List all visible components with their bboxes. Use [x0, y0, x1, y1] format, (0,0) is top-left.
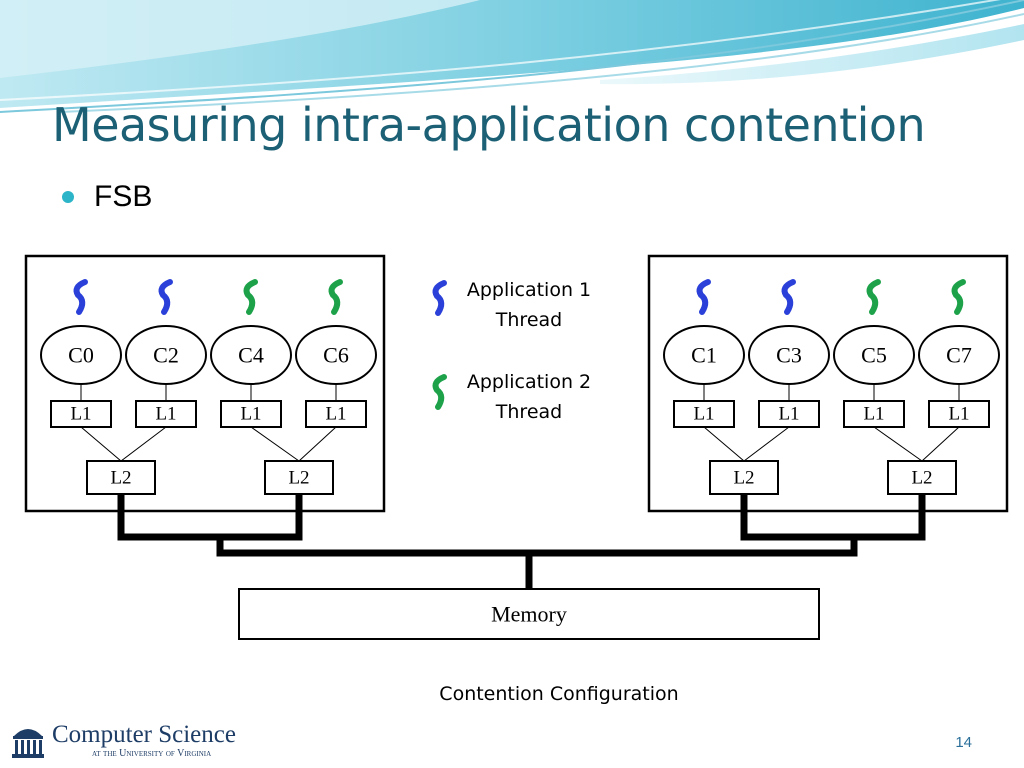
core-c1 [663, 325, 745, 385]
core-label-c4: C4 [238, 343, 264, 368]
thread-icon-c1 [696, 279, 711, 315]
core-c0 [40, 325, 122, 385]
legend-app1-label-line2: Thread [495, 309, 562, 331]
l1-cache [305, 400, 367, 428]
l2-cache [887, 460, 957, 495]
l2-label: L2 [733, 468, 754, 489]
l1-l2-link [873, 426, 923, 462]
l1-l2-link [743, 426, 790, 462]
l1-l2-link [703, 426, 745, 462]
core-label-c5: C5 [861, 343, 887, 368]
bullet-dot-icon [62, 191, 74, 203]
thread-icon-c7 [951, 279, 966, 315]
l1-label: L1 [863, 404, 884, 425]
l1-l2-link [298, 426, 337, 462]
l1-l2-link [250, 426, 300, 462]
slide-title: Measuring intra-application contention [52, 98, 926, 152]
core-c2 [125, 325, 207, 385]
l1-cache [928, 400, 990, 428]
thread-icon-c0 [73, 279, 88, 315]
l1-label: L1 [778, 404, 799, 425]
logo-subtitle: at the University of Virginia [92, 748, 212, 759]
l1-cache [673, 400, 735, 428]
right-fsb-bus [740, 494, 926, 541]
l1-l2-link [120, 426, 167, 462]
l2-cache [86, 460, 156, 495]
core-c5 [833, 325, 915, 385]
l1-label: L1 [240, 404, 261, 425]
core-label-c7: C7 [946, 343, 972, 368]
figure-caption: Contention Configuration [439, 683, 679, 705]
core-label-c6: C6 [323, 343, 349, 368]
l1-label: L1 [70, 404, 91, 425]
l1-cache [843, 400, 905, 428]
thread-icon-c4 [243, 279, 258, 315]
l1-label: L1 [693, 404, 714, 425]
core-label-c2: C2 [153, 343, 179, 368]
core-label-c3: C3 [776, 343, 802, 368]
l1-cache [50, 400, 112, 428]
cs-uva-logo: Computer Science at the University of Vi… [10, 722, 236, 760]
core-label-c0: C0 [68, 343, 94, 368]
legend-app2-thread-icon [432, 374, 447, 410]
core-c3 [748, 325, 830, 385]
l1-cache [758, 400, 820, 428]
page-number: 14 [955, 734, 972, 751]
system-bus [216, 537, 858, 557]
l1-label: L1 [155, 404, 176, 425]
bullet-text: FSB [94, 180, 153, 213]
core-c7 [918, 325, 1000, 385]
memory-box [238, 588, 820, 640]
core-c6 [295, 325, 377, 385]
left-fsb-bus [117, 494, 303, 541]
l1-l2-link [80, 426, 122, 462]
thread-icon-c2 [158, 279, 173, 315]
legend-app1-thread-icon [432, 280, 447, 316]
rotunda-icon [12, 729, 44, 758]
thread-icon-c5 [866, 279, 881, 315]
l1-l2-link [921, 426, 960, 462]
memory-label: Memory [491, 602, 567, 627]
legend-app2-label-line1: Application 2 [467, 371, 591, 393]
logo-name: Computer Science [52, 721, 236, 748]
l2-label: L2 [110, 468, 131, 489]
l2-cache [264, 460, 334, 495]
thread-icon-c3 [781, 279, 796, 315]
l2-label: L2 [288, 468, 309, 489]
l2-cache [709, 460, 779, 495]
l1-label: L1 [948, 404, 969, 425]
l1-label: L1 [325, 404, 346, 425]
core-label-c1: C1 [691, 343, 717, 368]
core-c4 [210, 325, 292, 385]
bullet-item: FSB [62, 180, 152, 214]
legend-app1-label-line1: Application 1 [467, 279, 591, 301]
thread-icon-c6 [328, 279, 343, 315]
l2-label: L2 [911, 468, 932, 489]
header-wave-banner [0, 0, 1024, 113]
legend-app2-label-line2: Thread [495, 401, 562, 423]
